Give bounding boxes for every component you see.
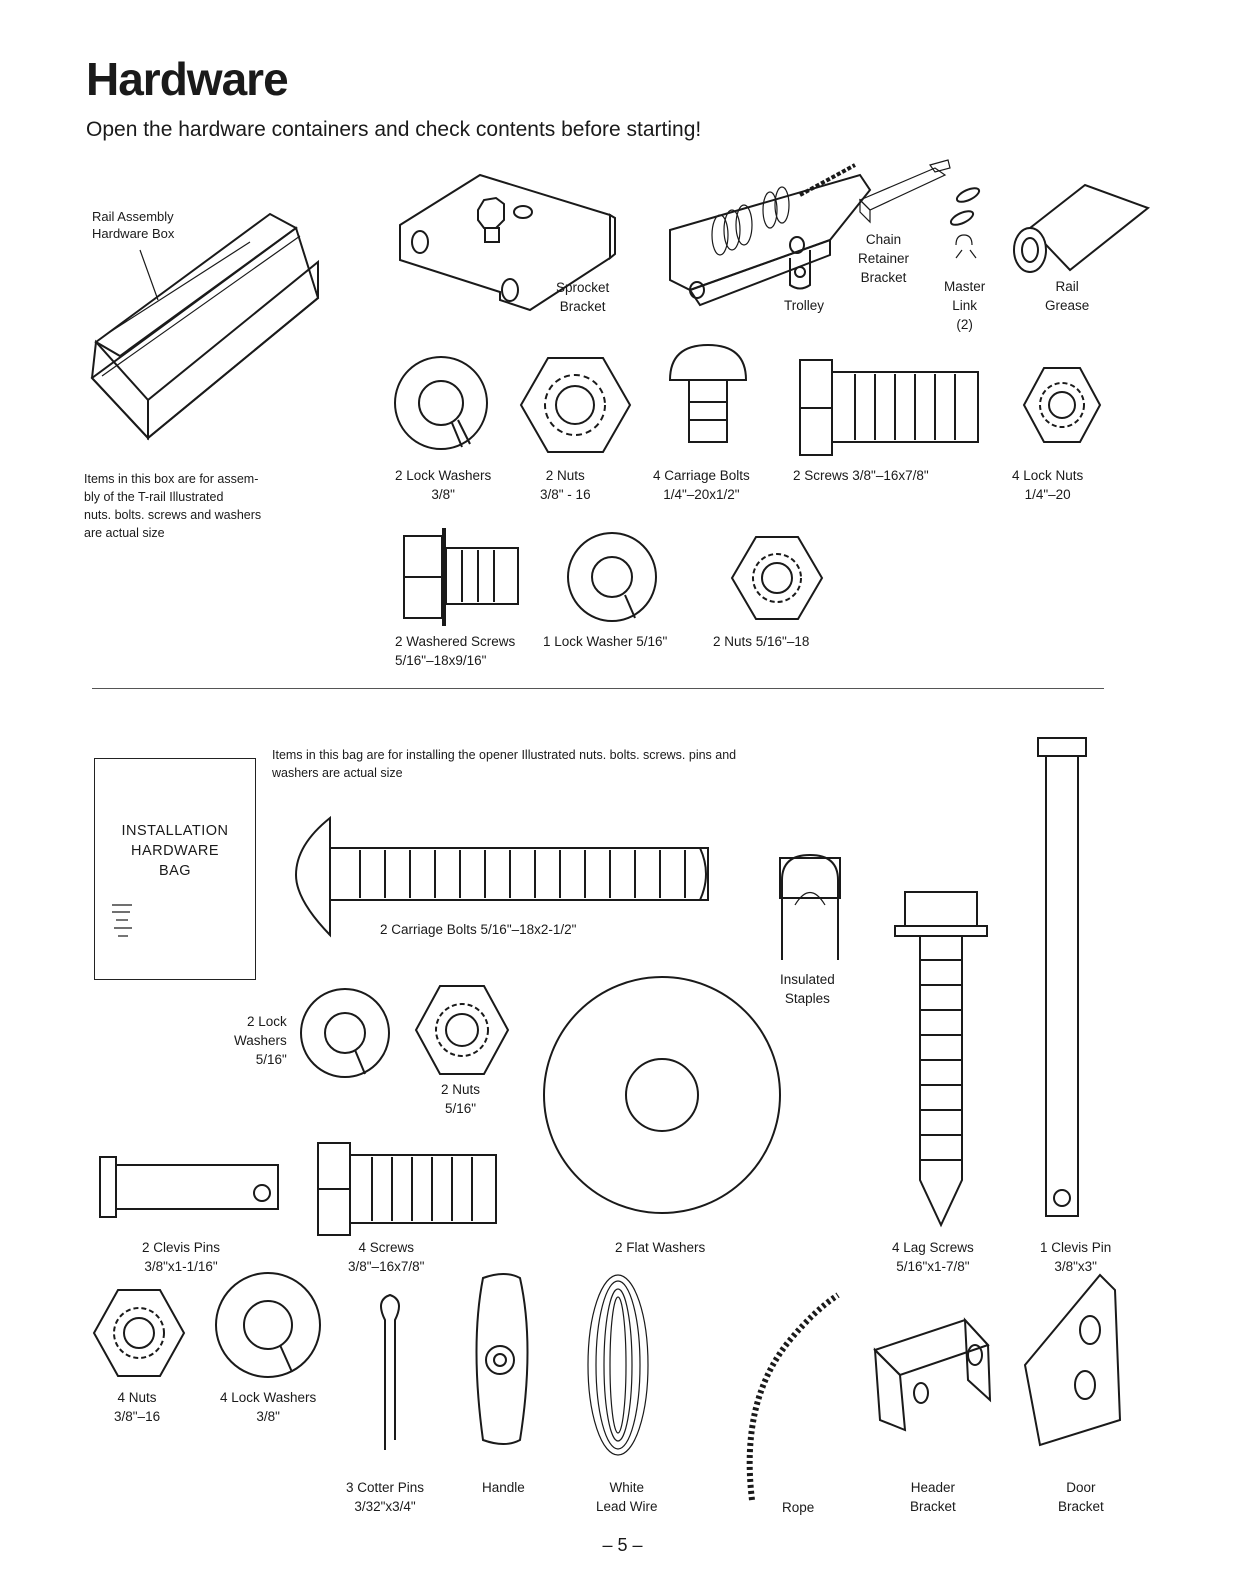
label-screws-38: 2 Screws 3/8"–16x7/8": [793, 468, 929, 483]
rail-grease-drawing: [1013, 183, 1151, 273]
insulated-staple-drawing: [779, 853, 841, 960]
label-nuts-516: 2 Nuts 5/16"–18: [713, 634, 810, 649]
washered-screw-drawing: [403, 528, 519, 626]
section-divider: [92, 688, 1104, 689]
lock-washer-38-bag-drawing: [215, 1272, 321, 1378]
page-number: – 5 –: [602, 1535, 643, 1555]
lead-wire-drawing: [587, 1274, 649, 1456]
page-title: Hardware: [86, 53, 289, 105]
header-bracket-drawing: [873, 1317, 992, 1432]
nut-38-drawing: [519, 357, 632, 453]
nut-38-bag-drawing: [92, 1289, 186, 1377]
label-handle: Handle: [482, 1480, 525, 1495]
nut-516-drawing: [730, 536, 824, 620]
rail-hardware-box-drawing: [90, 212, 320, 441]
nut-516-bag-drawing: [414, 985, 510, 1075]
carriage-bolt-516-drawing: [294, 815, 709, 938]
bag-booklet-icon: [112, 904, 132, 937]
clevis-pin-short-drawing: [99, 1156, 279, 1218]
screw-38-drawing: [799, 359, 979, 456]
installation-hardware-bag: INSTALLATION HARDWARE BAG: [94, 758, 256, 980]
screw-38-bag-drawing: [317, 1142, 497, 1236]
sprocket-bracket-drawing: [399, 173, 616, 312]
lock-washer-38-drawing: [394, 356, 488, 450]
rail-box-label: Rail Assembly Hardware Box: [92, 209, 175, 241]
lag-screw-drawing: [894, 891, 988, 1228]
bag-title: INSTALLATION HARDWARE BAG: [121, 823, 229, 879]
lock-nut-14-drawing: [1022, 367, 1102, 443]
flat-washer-drawing: [543, 976, 781, 1214]
trolley-drawing: [669, 163, 872, 307]
label-trolley: Trolley: [784, 298, 825, 313]
rail-box-note: Items in this box are for assem- bly of …: [84, 472, 262, 540]
label-lock-washer-516: 1 Lock Washer 5/16": [543, 634, 668, 649]
lock-washer-516-bag-drawing: [300, 988, 390, 1078]
clevis-pin-long-drawing: [1037, 737, 1087, 1217]
label-flat-washers: 2 Flat Washers: [615, 1240, 706, 1255]
lock-washer-516-drawing: [567, 532, 657, 622]
rope-drawing: [746, 1292, 840, 1501]
label-carriage-bolts-516: 2 Carriage Bolts 5/16"–18x2-1/2": [380, 922, 577, 937]
chain-retainer-bracket-drawing: [858, 159, 951, 224]
page-subtitle: Open the hardware containers and check c…: [86, 118, 702, 141]
install-bag-note: Items in this bag are for installing the…: [272, 748, 737, 780]
label-rope: Rope: [782, 1500, 815, 1515]
door-bracket-drawing: [1023, 1273, 1122, 1447]
master-link-drawing: [949, 187, 981, 259]
carriage-bolt-14-drawing: [668, 343, 748, 443]
handle-drawing: [475, 1273, 529, 1445]
cotter-pin-drawing: [380, 1293, 400, 1450]
